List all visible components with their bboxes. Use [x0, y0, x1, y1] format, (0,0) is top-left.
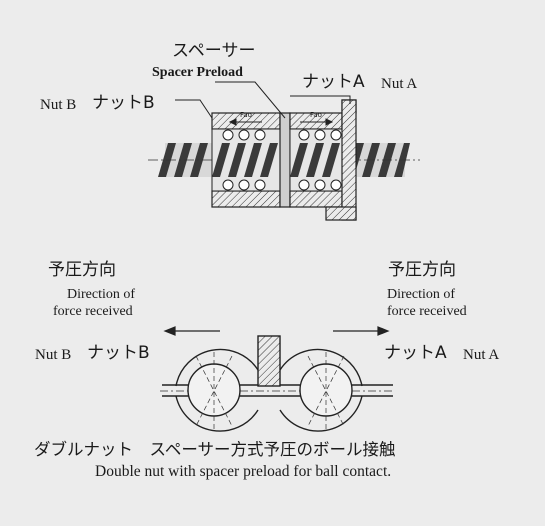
- caption-en: Double nut with spacer preload for ball …: [95, 463, 392, 480]
- left-direction-en-2: force received: [53, 304, 133, 319]
- bottom-nut-b-en: Nut B: [35, 347, 72, 363]
- bottom-nut-a-jp: ナットA: [384, 343, 447, 363]
- nut-b-label-en: Nut B: [40, 97, 77, 113]
- bottom-nut-b-jp: ナットB: [87, 343, 150, 363]
- fao-arrow-right: [300, 118, 334, 126]
- left-direction-en-1: Direction of: [67, 287, 136, 302]
- nut-a-label-jp: ナットA: [302, 72, 365, 92]
- ball-right: [299, 352, 353, 430]
- nut-a-leader: [290, 95, 351, 104]
- right-direction-en-2: force received: [387, 304, 467, 319]
- spacer-label-en: Spacer Preload: [152, 65, 243, 80]
- nut-b-body: [211, 112, 281, 208]
- left-direction-arrow: [163, 326, 220, 336]
- left-direction-jp: 予圧方向: [48, 260, 116, 280]
- ball-contact-detail: [160, 326, 395, 432]
- spacer-leader: [215, 81, 286, 119]
- bottom-nut-a-en: Nut A: [463, 347, 500, 363]
- spacer-label-jp: スペーサー: [172, 41, 256, 61]
- fao-label-right: Fao: [310, 111, 322, 119]
- ball-screw-assembly: [148, 81, 420, 221]
- right-direction-arrow: [333, 326, 390, 336]
- fao-arrow-left: [228, 118, 262, 126]
- spacer-section: [257, 335, 281, 387]
- nut-b-leader: [175, 99, 213, 119]
- right-direction-jp: 予圧方向: [388, 260, 456, 280]
- nut-a-body: [289, 99, 357, 221]
- caption-jp: ダブルナット スペーサー方式予圧のボール接触: [34, 440, 396, 459]
- nut-b-label-jp: ナットB: [92, 93, 155, 113]
- ball-left: [187, 352, 241, 430]
- fao-label-left: Fao: [240, 111, 252, 119]
- nut-a-label-en: Nut A: [381, 76, 418, 92]
- spacer: [279, 112, 291, 208]
- right-direction-en-1: Direction of: [387, 287, 456, 302]
